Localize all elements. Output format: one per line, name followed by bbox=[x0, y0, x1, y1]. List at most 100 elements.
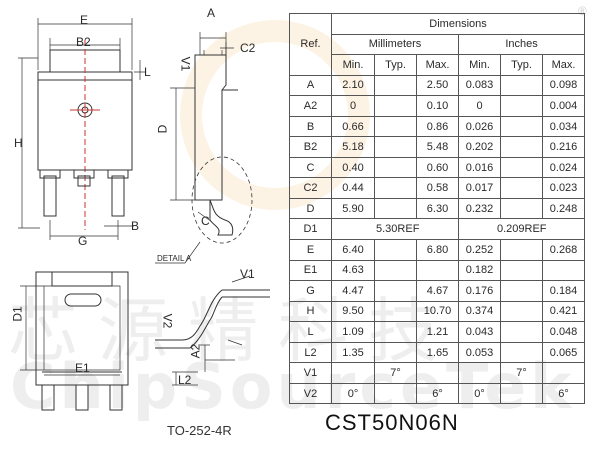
table-cell-mm-typ bbox=[374, 239, 417, 261]
dim-label-a2: A2 bbox=[188, 343, 203, 359]
table-cell-mm-typ bbox=[374, 259, 417, 282]
table-header-row-1: Ref. Dimensions bbox=[289, 13, 586, 76]
table-cell-mm-min: 0.40 bbox=[331, 156, 375, 179]
dim-label-d: D bbox=[155, 124, 170, 134]
top-view bbox=[18, 18, 146, 240]
table-cell-mm-max: 6° bbox=[416, 382, 459, 405]
header-dimensions: Dimensions bbox=[330, 13, 586, 35]
table-cell-in-typ bbox=[500, 197, 543, 220]
dim-label-v1-detail: V1 bbox=[240, 267, 255, 281]
table-cell-mm-typ bbox=[374, 136, 417, 158]
dim-label-e1: E1 bbox=[75, 361, 90, 375]
table-cell-mm-max: 6.30 bbox=[416, 197, 459, 220]
table-cell-mm-min: 0.66 bbox=[331, 115, 375, 138]
dim-label-v1: V1 bbox=[178, 56, 193, 72]
table-cell-mm-typ bbox=[374, 341, 417, 364]
dim-label-l: L bbox=[144, 65, 151, 79]
table-cell-mm-max: 0.58 bbox=[416, 177, 459, 199]
table-cell-ref: E bbox=[289, 239, 332, 261]
table-cell-in-min: 0.017 bbox=[458, 177, 501, 199]
header-ref: Ref. bbox=[289, 13, 332, 76]
watermark-copyright-mark: ® bbox=[578, 4, 587, 18]
table-cell-mm-min: 0.44 bbox=[331, 177, 375, 199]
table-cell-in-typ bbox=[500, 95, 543, 117]
package-outline-svg bbox=[18, 18, 270, 411]
dim-label-g: G bbox=[78, 234, 88, 248]
table-cell-in-min: 0.202 bbox=[458, 136, 501, 158]
table-cell-mm-min: 4.63 bbox=[331, 259, 375, 282]
table-cell-in-max: 0.098 bbox=[541, 74, 586, 97]
table-cell-mm-typ bbox=[374, 197, 417, 220]
table-cell-mm-typ bbox=[374, 321, 417, 343]
table-cell-in-typ bbox=[500, 115, 543, 138]
header-mm-min: Min. bbox=[331, 54, 375, 76]
table-cell-in-max bbox=[541, 362, 586, 384]
dim-label-l2: L2 bbox=[178, 373, 192, 387]
table-cell-in-typ bbox=[500, 259, 543, 282]
table-cell-mm-max: 1.21 bbox=[416, 321, 459, 343]
dim-label-c2: C2 bbox=[240, 41, 256, 55]
table-cell-mm-min: 6.40 bbox=[331, 239, 375, 261]
side-view bbox=[155, 32, 253, 264]
table-header-row-3: Min. Typ. Max. Min. Typ. Max. bbox=[290, 54, 586, 76]
table-cell-mm-max: 0.10 bbox=[416, 95, 459, 117]
table-header-row-2: Millimeters Inches bbox=[290, 33, 586, 56]
table-cell-in-max: 0.268 bbox=[541, 239, 586, 261]
dim-label-a: A bbox=[207, 6, 216, 20]
table-cell-mm-max: 5.48 bbox=[416, 136, 459, 158]
dim-label-v2: V2 bbox=[160, 313, 175, 329]
dim-label-d1: D1 bbox=[10, 306, 25, 322]
table-cell-mm-typ bbox=[374, 300, 417, 323]
table-cell-mm-typ bbox=[374, 115, 417, 138]
header-in-min: Min. bbox=[458, 54, 501, 76]
table-cell-mm-min: 9.50 bbox=[331, 300, 375, 323]
table-cell-in-min: 0° bbox=[458, 382, 501, 405]
table-cell-ref: D bbox=[289, 197, 332, 220]
table-cell-in-max: 0.216 bbox=[541, 136, 586, 158]
table-cell-ref: L2 bbox=[289, 341, 332, 364]
table-cell-ref: C bbox=[289, 156, 332, 179]
header-mm-max: Max. bbox=[416, 54, 459, 76]
table-cell-mm-max: 10.70 bbox=[416, 300, 459, 323]
detail-a-callout: DETAIL A bbox=[157, 254, 192, 263]
table-cell-mm-max bbox=[416, 259, 459, 282]
header-in-typ: Typ. bbox=[500, 54, 543, 76]
table-cell-in-typ bbox=[500, 341, 543, 364]
table-cell-ref: D1 bbox=[289, 218, 332, 241]
detail-a-view bbox=[155, 275, 270, 386]
table-cell-ref: A bbox=[289, 74, 332, 97]
table-cell-mm-min: 0 bbox=[331, 95, 375, 117]
table-cell-in-max: 0.248 bbox=[541, 197, 586, 220]
table-cell-ref: B bbox=[289, 115, 332, 138]
table-cell-mm-max: 1.65 bbox=[416, 341, 459, 364]
table-cell-in-min: 0.043 bbox=[458, 321, 501, 343]
table-cell-in-max: 0.048 bbox=[541, 321, 586, 343]
table-cell-mm-max: 6.80 bbox=[416, 239, 459, 261]
table-cell-mm-min: 2.10 bbox=[331, 74, 375, 97]
table-cell-in-min: 0 bbox=[458, 95, 501, 117]
table-cell-mm-min: 4.47 bbox=[331, 280, 375, 302]
table-cell-mm-typ bbox=[374, 95, 417, 117]
bottom-view bbox=[20, 271, 129, 411]
table-cell-in-typ bbox=[500, 156, 543, 179]
header-inches: Inches bbox=[457, 33, 586, 56]
dim-label-b: B bbox=[131, 219, 140, 233]
dim-label-e: E bbox=[80, 13, 89, 27]
table-cell-in-min: 0.176 bbox=[458, 280, 501, 302]
table-cell-ref: E1 bbox=[289, 259, 332, 282]
dim-label-b2: B2 bbox=[76, 35, 91, 49]
part-number: CST50N06N bbox=[325, 410, 459, 435]
table-cell-ref: C2 bbox=[289, 177, 332, 199]
table-cell-ref: V2 bbox=[289, 382, 332, 405]
